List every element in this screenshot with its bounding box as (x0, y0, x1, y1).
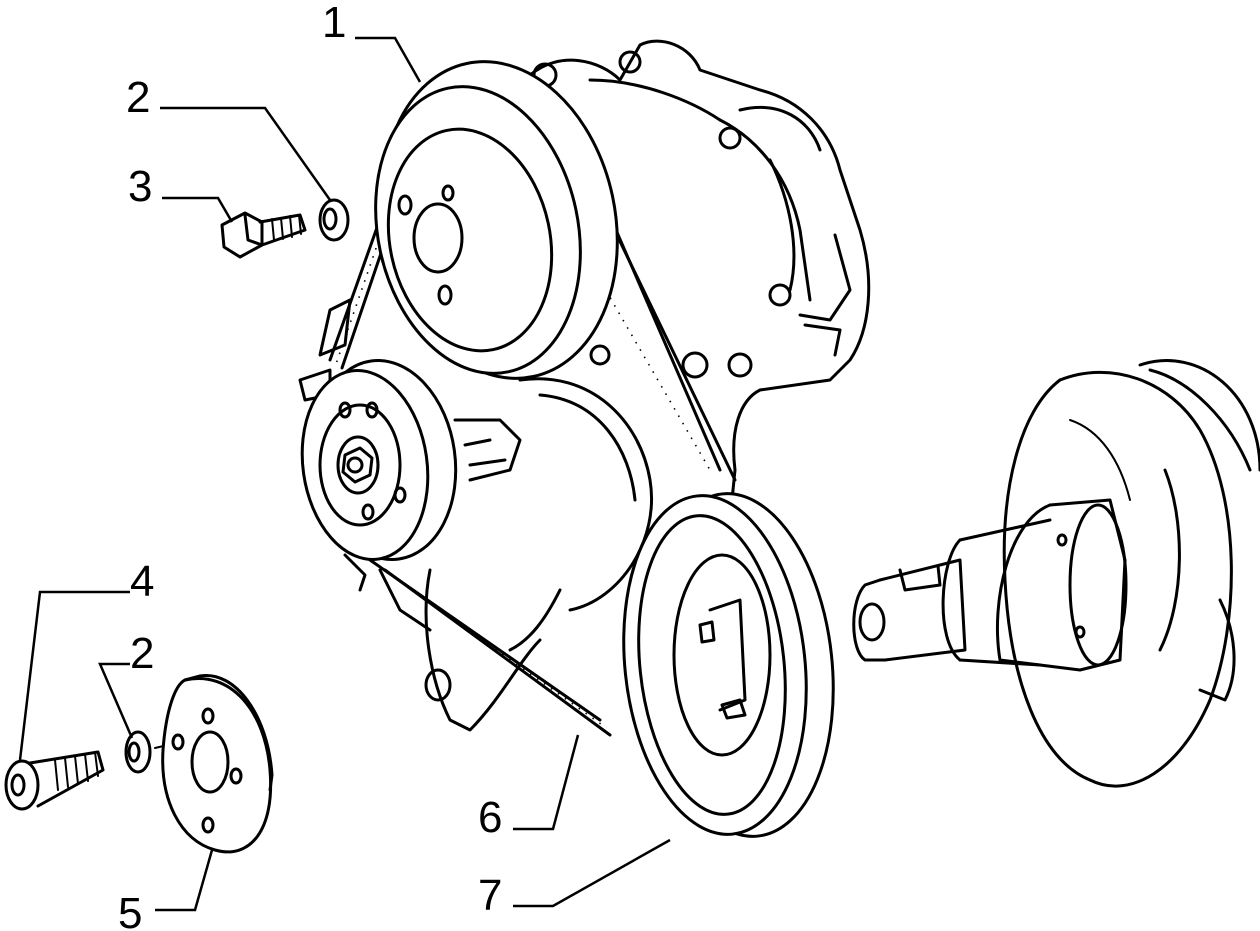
leader-2a (160, 106, 332, 201)
bolt-3-assembly (220, 198, 350, 259)
leader-1 (355, 36, 422, 83)
callout-5: 5 (118, 889, 142, 931)
pulley-7 (622, 492, 835, 838)
leader-lines (18, 36, 671, 912)
callout-6: 6 (478, 793, 502, 842)
callout-3: 3 (128, 162, 152, 211)
callout-1: 1 (322, 0, 346, 47)
pulley-1 (374, 60, 619, 380)
leader-5 (155, 849, 214, 912)
crankshaft (852, 359, 1260, 788)
callout-2-top: 2 (126, 73, 150, 122)
callout-2-bottom: 2 (130, 629, 154, 678)
leader-7 (513, 838, 671, 908)
leader-3 (162, 196, 234, 223)
callout-labels: 1 2 3 4 2 5 6 7 (118, 0, 502, 931)
housing (298, 39, 871, 732)
leader-6 (513, 734, 580, 831)
tensioner-pulley (300, 358, 458, 562)
leader-4 (18, 590, 130, 761)
callout-4: 4 (130, 557, 154, 606)
callout-7: 7 (478, 871, 502, 920)
bolt-4-assembly (4, 674, 274, 854)
leader-2b (98, 662, 134, 739)
